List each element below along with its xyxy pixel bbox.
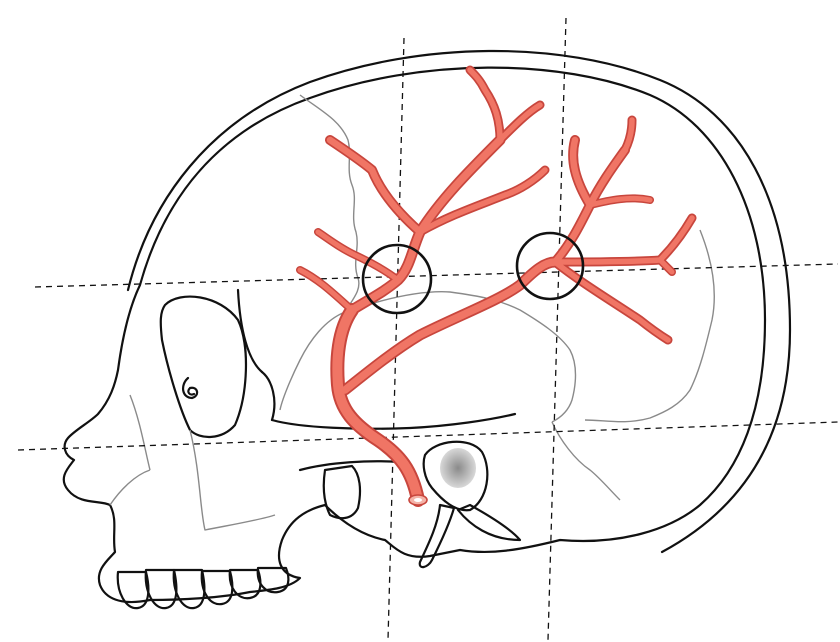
mastoid-process	[422, 440, 489, 512]
coronal-suture	[299, 94, 360, 313]
marker-circle-anterior-branch	[361, 243, 433, 315]
guide-line-horizontal-upper	[34, 263, 839, 288]
zygomatic-arch	[236, 288, 517, 430]
lacrimal-fossa	[182, 376, 199, 400]
orbit-outline	[159, 295, 248, 438]
nasal-line	[109, 394, 151, 506]
skull-outline	[62, 66, 767, 604]
upper-teeth	[116, 566, 290, 610]
lambdoid-suture	[584, 229, 716, 423]
mandible-ramus	[322, 464, 362, 520]
sphenoid-suture	[279, 311, 346, 411]
styloid-process	[418, 503, 456, 569]
squamous-suture	[344, 291, 577, 423]
guide-line-vertical-left	[387, 37, 405, 641]
occipitomastoid-suture	[551, 421, 621, 501]
middle-meningeal-artery	[296, 65, 697, 507]
marker-circle-posterior-branch	[515, 231, 585, 301]
maxilla-line	[189, 429, 276, 531]
guide-line-vertical-right	[547, 17, 567, 641]
occipital-condyle	[456, 503, 522, 542]
scalp-outline	[126, 49, 792, 554]
zygomatic-lower	[260, 370, 402, 472]
guide-line-horizontal-lower	[17, 421, 839, 451]
external-acoustic-meatus	[440, 448, 476, 488]
